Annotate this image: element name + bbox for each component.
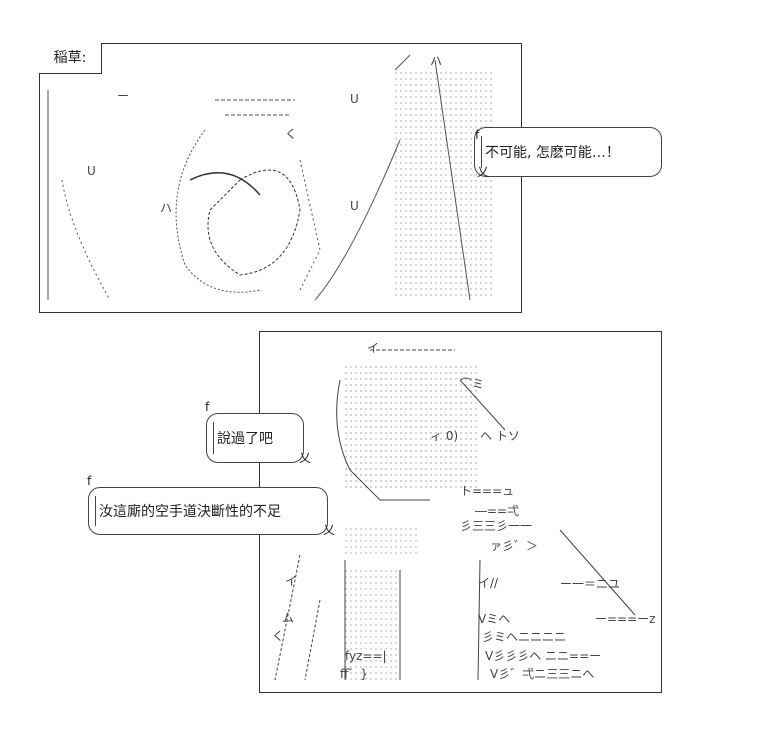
svg-text:ト===ュ: ト===ュ [460, 484, 514, 498]
speaker-label: 稲草: [39, 43, 102, 74]
svg-text:fyz==|: fyz==| [345, 649, 387, 663]
speech-bubble-3: f 汝這廝的空手道決斷性的不足 乂 [87, 474, 335, 537]
svg-text:―==弌: ―==弌 [475, 504, 519, 518]
svg-text:ハ: ハ [160, 201, 172, 215]
svg-text:く: く [272, 629, 284, 643]
svg-text:彡三三彡一一: 彡三三彡一一 [460, 519, 532, 533]
svg-text:Vミヘ: Vミヘ [478, 612, 510, 626]
svg-text:⌒ミ: ⌒ミ [460, 377, 484, 391]
svg-text:U: U [350, 199, 359, 213]
speech-bubble-1: f 不可能, 怎麽可能…！ 乂 [474, 127, 662, 179]
svg-text:V彡゛弌ニ三三ニヘ: V彡゛弌ニ三三ニヘ [490, 667, 594, 681]
svg-text:く: く [285, 127, 297, 141]
svg-text:ー一＝ニユ: ー一＝ニユ [560, 577, 620, 591]
bubble-text-2: 說過了吧 [217, 431, 273, 447]
svg-text:ァ彡゛＞: ァ彡゛＞ [490, 539, 538, 553]
svg-text:イ: イ [285, 574, 297, 588]
svg-text:ff゛}: ff゛} [340, 667, 368, 681]
svg-text:V彡彡彡ヘ ニニ==ー: V彡彡彡ヘ ニニ==ー [485, 649, 601, 663]
bubble-text-3: 汝這廝的空手道決斷性的不足 [99, 504, 281, 520]
svg-text:ム: ム [282, 611, 294, 625]
svg-text:イ: イ [367, 341, 379, 355]
svg-text:ー===ーz: ー===ーz [595, 612, 655, 626]
svg-text:U: U [350, 92, 359, 106]
speech-bubble-2: f 說過了吧 乂 [205, 400, 311, 465]
svg-text:イ//: イ// [478, 576, 499, 590]
svg-text:ハ: ハ [430, 54, 442, 68]
svg-text:ー: ー [117, 89, 129, 103]
svg-text:ヘ トソ: ヘ トソ [480, 429, 520, 443]
svg-text:ィ 0): ィ 0) [430, 429, 458, 443]
svg-text:U: U [87, 164, 96, 178]
bubble-text-1: 不可能, 怎麽可能…！ [485, 145, 620, 161]
svg-text:彡ミヘニニニニ: 彡ミヘニニニニ [482, 630, 566, 644]
